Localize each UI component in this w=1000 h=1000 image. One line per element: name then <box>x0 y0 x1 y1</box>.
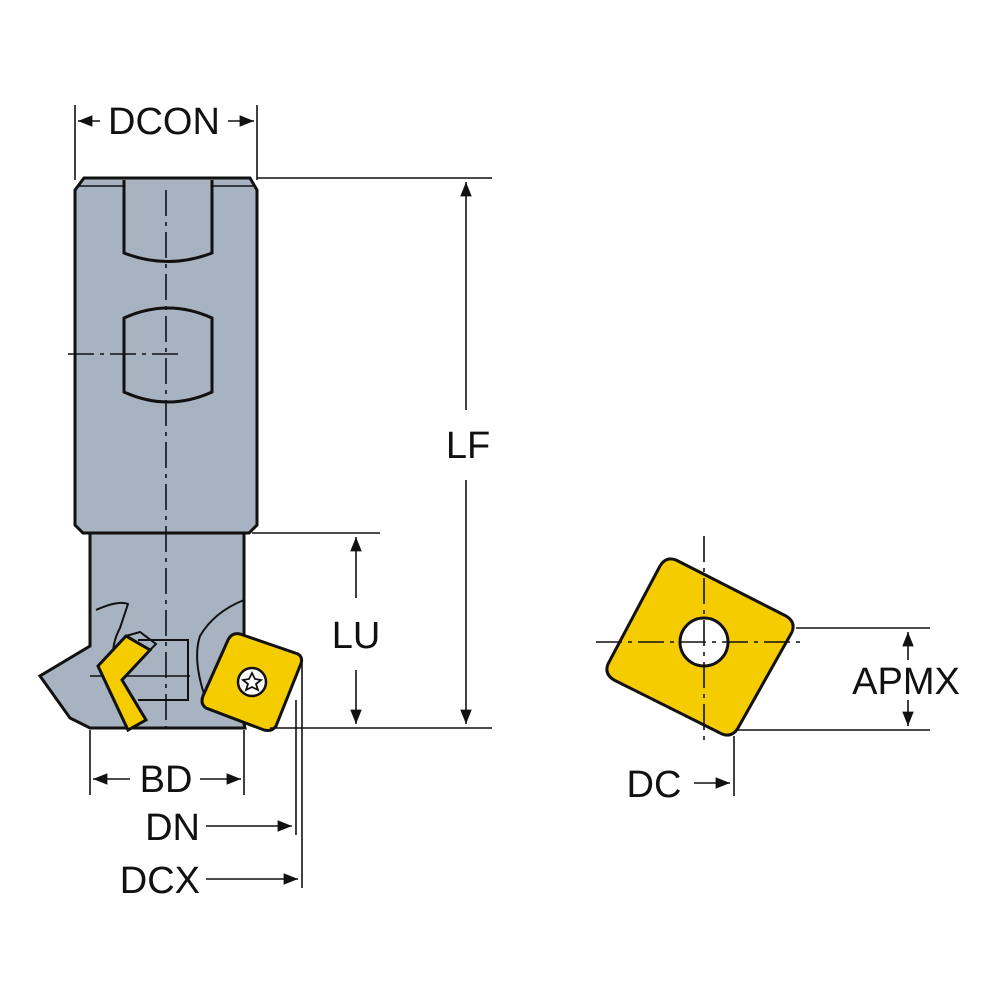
label-dcx: DCX <box>120 860 200 902</box>
cutter-body <box>37 176 304 733</box>
label-lu: LU <box>332 615 381 657</box>
dim-dcx: DCX <box>120 660 303 902</box>
label-apmx: APMX <box>852 661 960 703</box>
dim-bd: BD <box>89 730 245 801</box>
dim-lu: LU <box>252 532 381 724</box>
shank-flat-middle <box>122 306 214 404</box>
label-dcon: DCON <box>108 101 220 143</box>
dim-dc: DC <box>627 736 735 806</box>
tool-center-lines <box>68 190 182 728</box>
dim-dn: DN <box>145 700 297 849</box>
torx-screw-icon <box>236 666 268 698</box>
label-dc: DC <box>627 764 682 806</box>
shank-flat-top <box>122 180 214 263</box>
insert-detail <box>596 536 800 744</box>
dim-dcon: DCON <box>74 101 258 180</box>
label-dn: DN <box>145 807 200 849</box>
dim-lf: LF <box>257 177 492 729</box>
label-lf: LF <box>446 425 490 467</box>
dim-apmx: APMX <box>736 627 960 731</box>
label-bd: BD <box>140 759 193 801</box>
